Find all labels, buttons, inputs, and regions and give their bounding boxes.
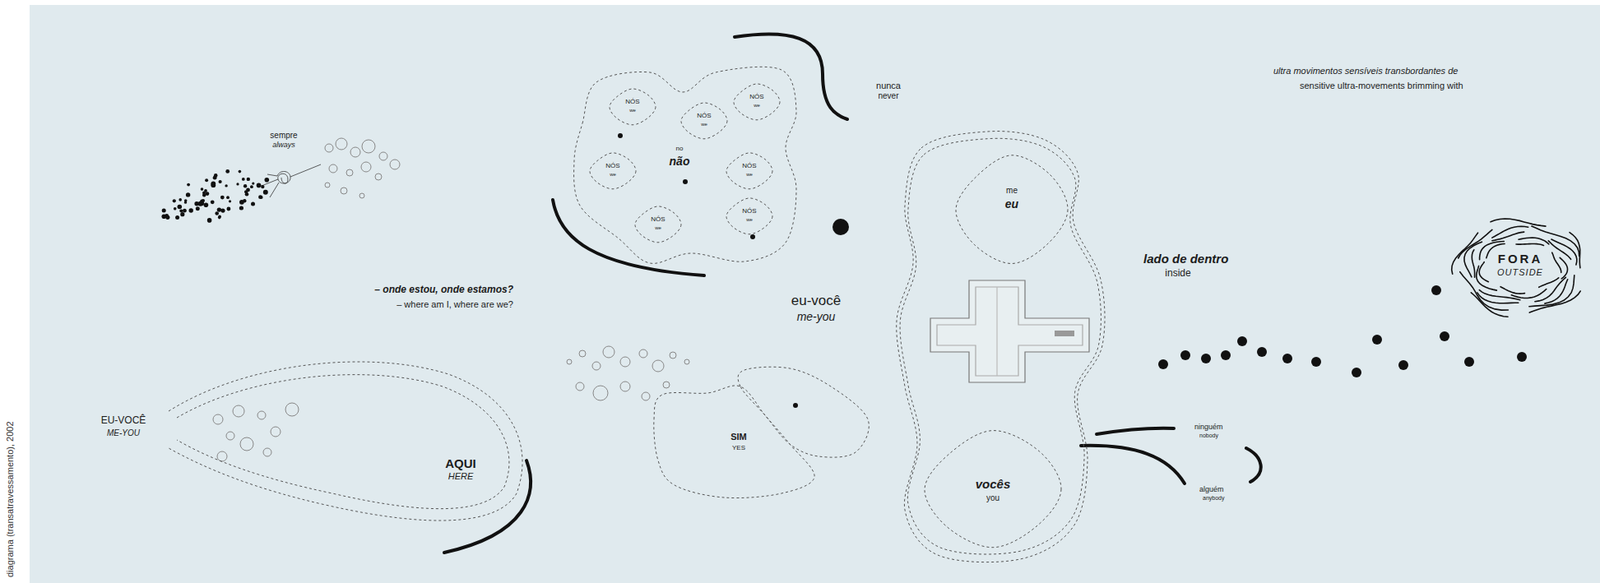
thick-arc (444, 460, 531, 553)
free-label: never (877, 91, 899, 102)
dashed-outline (635, 206, 682, 243)
dashed-outline (955, 155, 1068, 265)
region-text: NÓS (696, 111, 711, 120)
region-text: we (700, 121, 708, 128)
region-node: NÓSwe (607, 88, 658, 126)
scribble (261, 164, 321, 198)
region-node: NÓSwe (724, 152, 775, 191)
region-text: NÓS (749, 92, 764, 101)
region-text: NÓS (650, 215, 665, 223)
region-text: NÓS (625, 97, 640, 106)
region-text: we (753, 102, 761, 109)
region-text: me (1006, 185, 1018, 196)
dashed-outline (899, 138, 1101, 555)
region-text: eu (1005, 197, 1019, 211)
region-text: AQUI (445, 456, 477, 471)
region-text: OUTSIDE (1497, 267, 1544, 279)
thick-arc (552, 199, 705, 276)
region-node: NÓSwe (732, 83, 782, 121)
free-label: me-you (797, 310, 836, 324)
region-text: you (986, 493, 1000, 504)
free-label: nobody (1199, 432, 1219, 440)
thick-bracket (1246, 448, 1262, 483)
region-text: FORA (1497, 251, 1544, 266)
thick-line (1080, 445, 1185, 484)
region-text: NÓS (742, 207, 756, 215)
dashed-outline (726, 198, 773, 235)
free-label: anybody (1202, 495, 1225, 502)
free-label: – onde estou, onde estamos? (374, 284, 514, 297)
dashed-outline (653, 385, 815, 499)
region-node: NÓSwe (588, 152, 638, 191)
dashed-outline (589, 153, 636, 190)
dots (617, 133, 1527, 409)
region-outline (1443, 215, 1596, 319)
region-text: we (746, 171, 753, 178)
region-node: FORAOUTSIDE (1443, 215, 1596, 319)
region-text: we (746, 217, 753, 223)
free-label: alguém (1199, 485, 1225, 494)
region-outline (679, 102, 729, 140)
free-label: always (272, 140, 296, 149)
region-node: meeu (954, 156, 1070, 264)
region-text: EU-VOCÊ (101, 415, 147, 427)
dashed-outline (896, 131, 1105, 563)
region-text: SIM (730, 431, 747, 443)
dashed-outline (726, 153, 773, 190)
region-text: não (669, 154, 691, 168)
region-text: lado de dentro (1143, 251, 1229, 266)
generated-strokes (162, 169, 1582, 317)
dashed-outline (737, 366, 869, 458)
dashed-outline (609, 88, 656, 126)
figure-caption: diagrama (transatravessamento), 2002 (4, 421, 16, 578)
region-node: SIMYES (649, 361, 872, 502)
region-text: vocês (975, 477, 1012, 492)
region-text: HERE (448, 471, 474, 483)
region-outline (732, 83, 782, 121)
dashed-outline (681, 102, 728, 140)
region-node: vocêsyou (922, 431, 1063, 548)
region-text: we (609, 171, 617, 178)
region-text: NÓS (605, 162, 620, 170)
region-text: YES (732, 444, 746, 452)
open-circles (213, 138, 690, 462)
region-text: no (676, 144, 684, 153)
region-outline (649, 361, 872, 502)
free-label: eu-você (791, 292, 841, 310)
free-label: sensitive ultra-movements brimming with (1299, 80, 1464, 92)
region-node: EU-VOCÊME-YOU AQUIHERE (82, 341, 531, 560)
region-outline (82, 341, 531, 560)
free-label: – where am I, where are we? (396, 299, 514, 311)
region-outline (633, 205, 683, 244)
free-label: sempre (269, 130, 297, 141)
region-text: inside (1164, 268, 1191, 280)
region-node: lado de dentroinsidemeeuvocêsyou (892, 127, 1107, 564)
region-outline (588, 152, 638, 191)
region-outline (724, 197, 775, 236)
region-node: NÓS we (724, 197, 775, 236)
region-text: we (654, 225, 662, 232)
region-outline (607, 88, 658, 126)
building-plan-cross (930, 280, 1090, 383)
region-node: nonãoNÓSweNÓSweNÓSweNÓSweNÓSweNÓSweNÓSwe (571, 67, 801, 267)
dashed-outline (574, 66, 797, 264)
region-text: NÓS (742, 162, 756, 170)
free-label: ultra movimentos sensíveis transbordante… (1273, 65, 1458, 77)
region-text: ME-YOU (106, 428, 140, 439)
thick-arc (734, 33, 848, 120)
region-outline (724, 152, 775, 191)
dashed-outline (168, 361, 523, 521)
region-text: we (629, 107, 636, 114)
free-label: ninguém (1194, 422, 1224, 432)
region-node: NÓS we (633, 205, 683, 244)
dashed-outline (733, 83, 780, 121)
dashed-outline (176, 375, 510, 510)
thick-line (1096, 428, 1174, 435)
region-node: NÓSwe (679, 102, 729, 140)
free-label: nunca (876, 80, 901, 92)
dashed-outline (924, 431, 1062, 548)
